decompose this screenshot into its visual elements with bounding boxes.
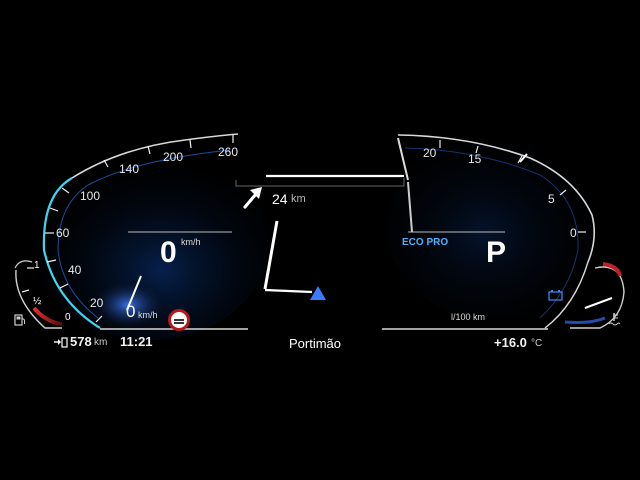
speed-inner-arc: [57, 149, 231, 319]
temp-needle: [584, 297, 613, 309]
fuel-tick-label: 1: [34, 260, 40, 271]
speed-tick-label: 40: [68, 263, 82, 277]
speedometer-glow: [30, 140, 270, 340]
nav-location: Portimão: [289, 336, 342, 351]
needle-speed-unit: km/h: [138, 310, 158, 320]
speed-tick-label: 100: [80, 189, 101, 203]
tacho-ticks: [439, 140, 586, 233]
tacho-arc: [397, 134, 596, 263]
nav-route-road: [263, 220, 279, 290]
fuel-tick-label: 0: [65, 312, 71, 323]
coolant-temperature-icon: [608, 313, 621, 326]
fuel-reserve-zone: [32, 306, 63, 326]
speed-needle: [126, 275, 142, 311]
speed-arc: [71, 133, 239, 179]
driving-mode-label: ECO PRO: [402, 237, 449, 248]
fuel-arc: [15, 269, 62, 329]
tacho-needle: [407, 181, 413, 233]
consumption-unit: l/100 km: [451, 312, 486, 322]
range-unit: km: [94, 337, 108, 348]
temperature-unit: °C: [531, 338, 543, 349]
tachometer-glow: [385, 130, 605, 320]
fuel-range-icon: [54, 337, 68, 348]
tacho-tick-label: 5: [548, 192, 555, 206]
temp-arc: [570, 266, 625, 329]
clock: 11:21: [120, 334, 153, 349]
digital-speed: 0: [160, 236, 177, 269]
arrow-up-right-icon: [243, 187, 262, 209]
range-value: 578: [70, 334, 92, 349]
tacho-inner-arc: [404, 147, 579, 319]
speed-tick-label: 60: [56, 226, 70, 240]
battery-icon: [548, 290, 563, 301]
navigation-position-icon: [310, 286, 326, 300]
speed-arc-active: [42, 177, 101, 329]
nav-distance-unit: km: [291, 193, 306, 205]
outside-temperature: +16.0: [494, 335, 527, 350]
speed-ticks: [45, 135, 234, 323]
no-speed-limit-sign-icon: [168, 309, 190, 331]
digital-speed-unit: km/h: [181, 237, 201, 247]
needle-speed: 0: [126, 302, 136, 321]
gear-indicator: P: [486, 236, 507, 269]
nav-distance: 24: [272, 191, 288, 207]
speed-tick-label: 20: [90, 296, 104, 310]
temp-hot-zone: [602, 262, 622, 277]
speed-tick-label: 200: [163, 150, 184, 164]
fuel-pump-icon: [14, 314, 25, 326]
speed-tick-label: 140: [119, 162, 140, 176]
speed-tick-label: 260: [218, 145, 239, 159]
tacho-tick-label: 0: [570, 226, 577, 240]
nav-route-branch: [264, 288, 313, 294]
fuel-tick-label: ½: [33, 296, 42, 307]
tacho-tick-label: 20: [423, 146, 437, 160]
tacho-tick-label: 15: [468, 152, 482, 166]
